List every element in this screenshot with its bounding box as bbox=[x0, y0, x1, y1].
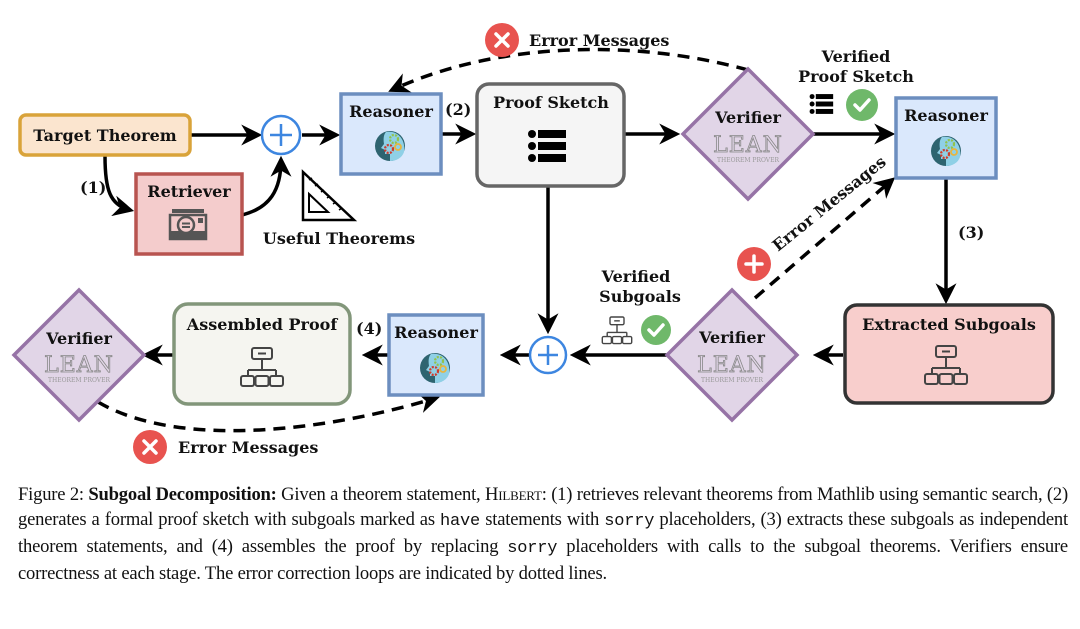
small-hierarchy-icon bbox=[601, 316, 633, 345]
lean-logo-icon bbox=[696, 352, 768, 385]
edge-retriever-to-plus bbox=[241, 155, 292, 217]
check-icon-2 bbox=[641, 315, 671, 345]
list-icon bbox=[528, 130, 566, 162]
diagram: LEAN THEOREM PROVER Target Theorem (1) R… bbox=[11, 23, 1055, 464]
proof-sketch-node: Proof Sketch bbox=[475, 82, 626, 188]
code-sorry: sorry bbox=[507, 539, 558, 558]
extracted-subgoals-label: Extracted Subgoals bbox=[862, 315, 1036, 334]
figure-label: Figure 2: bbox=[18, 484, 84, 505]
reasoner-head-gears-icon bbox=[929, 134, 963, 168]
check-icon-1 bbox=[846, 89, 878, 121]
reasoner-head-gears-icon bbox=[373, 129, 407, 163]
error-loop-top bbox=[388, 47, 749, 93]
verified-proof-sketch-line2: Proof Sketch bbox=[798, 67, 914, 86]
verifier-2-label: Verifier bbox=[698, 328, 765, 347]
system-name: Hilbert bbox=[485, 484, 542, 505]
useful-theorems-label: Useful Theorems bbox=[263, 229, 415, 248]
error-messages-bottom-label: Error Messages bbox=[178, 438, 318, 457]
set-square-icon bbox=[301, 169, 358, 222]
verified-subgoals-line2: Subgoals bbox=[599, 287, 681, 306]
retriever-node: Retriever bbox=[134, 172, 244, 256]
error-x-icon-top bbox=[485, 23, 519, 57]
step-3-label: (3) bbox=[958, 223, 984, 242]
reasoner-1-label: Reasoner bbox=[349, 102, 433, 121]
plus-combiner-1 bbox=[260, 114, 302, 156]
extracted-subgoals-node: Extracted Subgoals bbox=[843, 303, 1055, 405]
reasoner-2-label: Reasoner bbox=[904, 106, 988, 125]
reasoner-3-label: Reasoner bbox=[394, 323, 478, 342]
error-messages-top-label: Error Messages bbox=[529, 31, 669, 50]
error-messages-diagonal-label: Error Messages bbox=[769, 152, 890, 255]
lean-logo-icon bbox=[43, 352, 115, 385]
proof-sketch-label: Proof Sketch bbox=[493, 93, 609, 112]
plus-combiner-2 bbox=[528, 335, 568, 375]
code-have: have bbox=[440, 512, 481, 531]
error-x-icon-bottom bbox=[133, 430, 167, 464]
caption-text: : (1) retrieves relevant theorems from M… bbox=[18, 484, 1069, 530]
verifier-node-2: Verifier bbox=[664, 287, 800, 423]
verified-proof-sketch-line1: Verified bbox=[821, 47, 891, 66]
code-sorry: sorry bbox=[604, 512, 655, 531]
verifier-3-label: Verifier bbox=[45, 329, 112, 348]
caption-title: Subgoal Decomposition: bbox=[88, 484, 277, 505]
retriever-label: Retriever bbox=[147, 182, 231, 201]
assembled-proof-node: Assembled Proof bbox=[172, 302, 352, 406]
verifier-1-label: Verifier bbox=[714, 108, 781, 127]
target-theorem-label: Target Theorem bbox=[33, 126, 177, 145]
retriever-search-icon bbox=[168, 209, 208, 241]
small-list-icon bbox=[809, 94, 834, 114]
figure-caption: Figure 2: Subgoal Decomposition: Given a… bbox=[18, 482, 1068, 586]
reasoner-head-gears-icon bbox=[418, 351, 452, 385]
reasoner-node-1: Reasoner bbox=[339, 92, 443, 176]
step-4-label: (4) bbox=[356, 319, 382, 338]
step-1-label: (1) bbox=[80, 178, 106, 197]
caption-text: Given a theorem statement, bbox=[276, 484, 485, 505]
error-plus-icon-diagonal bbox=[737, 247, 771, 281]
caption-text: placeholders with calls to the subgoal t… bbox=[18, 536, 1068, 584]
verifier-node-1: Verifier bbox=[680, 66, 816, 202]
reasoner-node-2: Reasoner bbox=[894, 96, 998, 180]
caption-text: statements with bbox=[480, 509, 605, 530]
step-2-label: (2) bbox=[445, 100, 471, 119]
lean-logo-icon bbox=[712, 132, 784, 165]
error-loop-diagonal bbox=[753, 177, 896, 300]
assembled-proof-label: Assembled Proof bbox=[186, 315, 339, 334]
verified-subgoals-line1: Verified bbox=[601, 267, 671, 286]
edge-target-to-retriever bbox=[103, 155, 135, 217]
error-loop-bottom bbox=[97, 392, 441, 433]
caption-text: placeholders, (3) extracts these subgoal… bbox=[18, 509, 1068, 557]
verifier-node-3: Verifier bbox=[11, 287, 147, 423]
reasoner-node-3: Reasoner bbox=[387, 313, 485, 397]
target-theorem-node: Target Theorem bbox=[18, 113, 192, 157]
